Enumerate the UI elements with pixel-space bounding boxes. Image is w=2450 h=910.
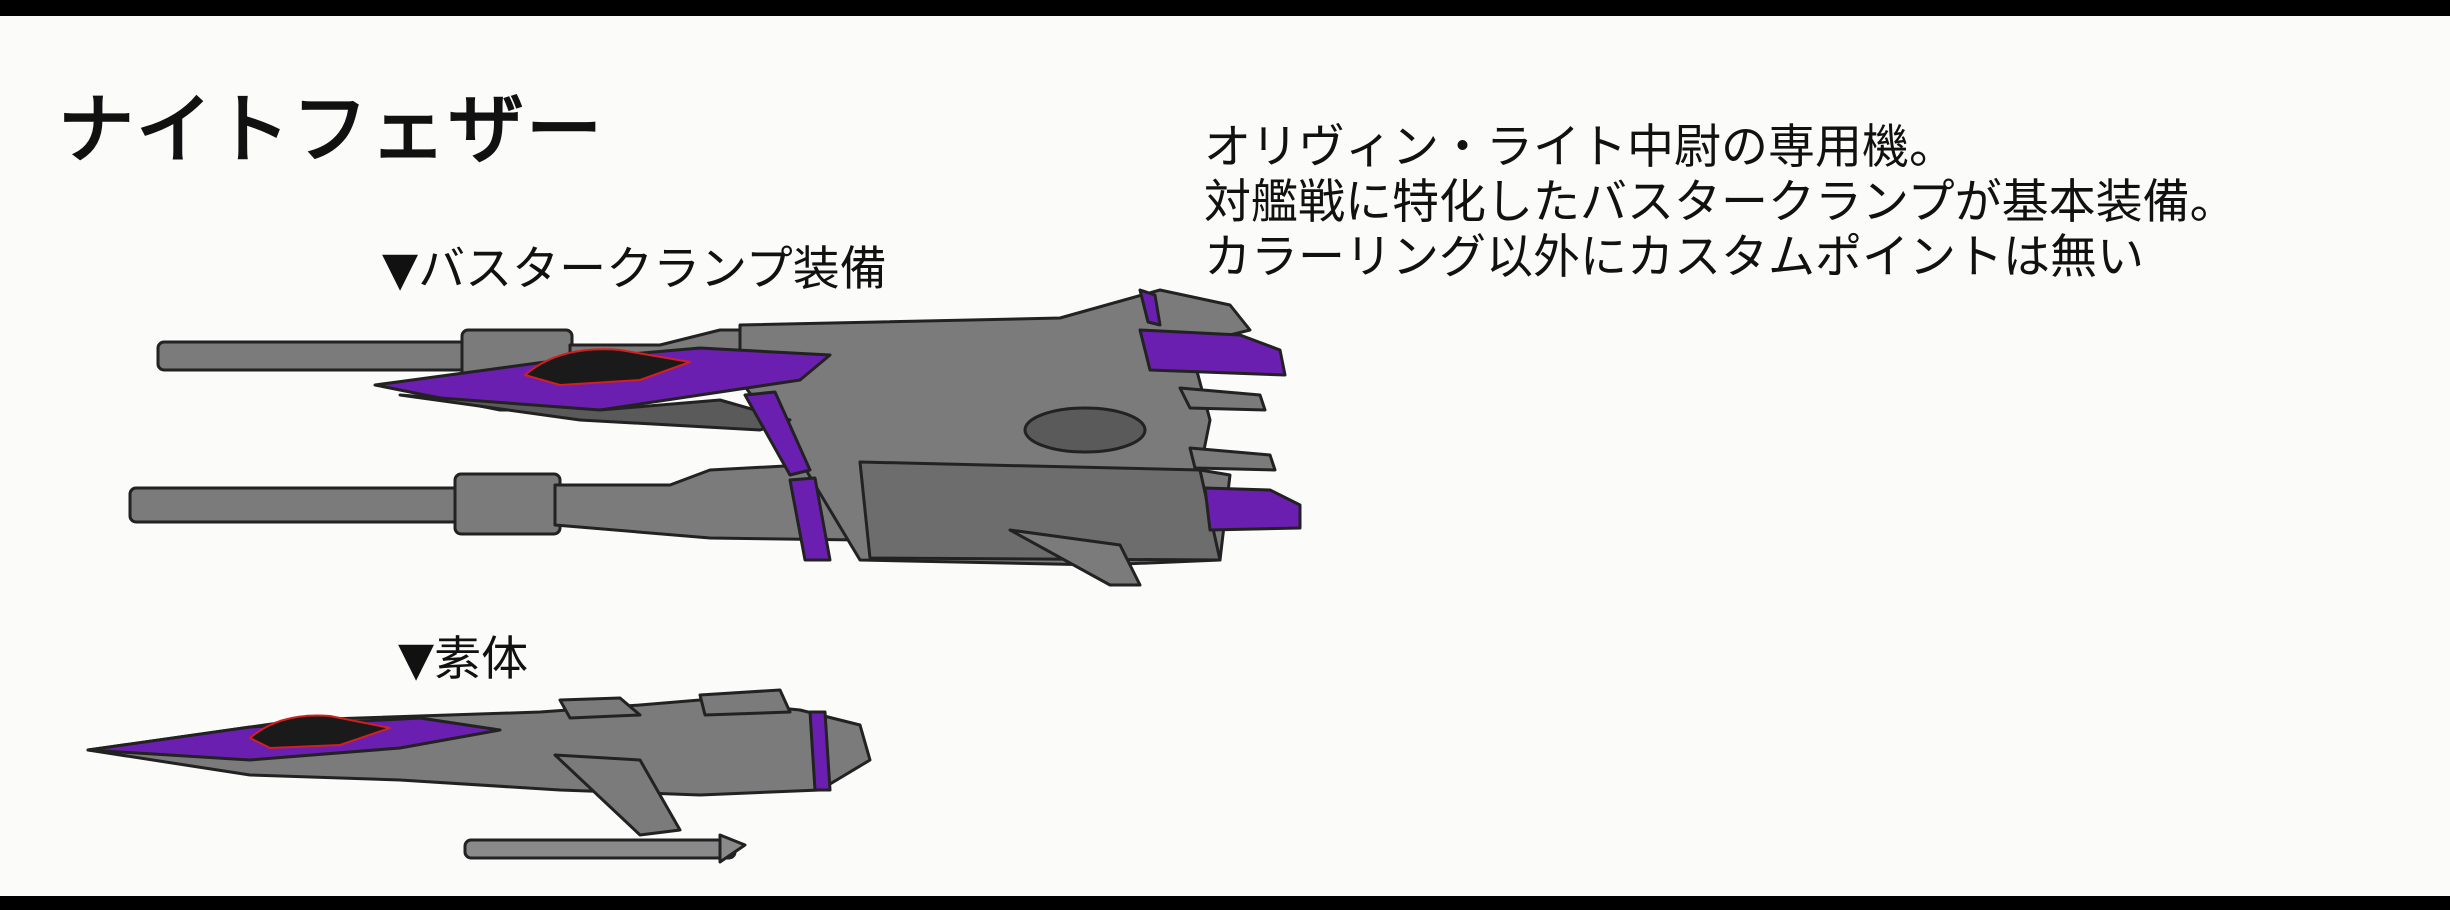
base-body-label: ▼素体 [398,632,529,687]
description-line: 対艦戦に特化したバスタークランプが基本装備。 [1204,175,2237,230]
description: オリヴィン・ライト中尉の専用機。 対艦戦に特化したバスタークランプが基本装備。 … [1204,120,2237,285]
description-line: カラーリング以外にカスタムポイントは無い [1204,230,2144,285]
description-line: オリヴィン・ライト中尉の専用機。 [1204,120,1956,175]
ship-base-body-illustration [86,688,872,864]
ship-buster-clamp-illustration [128,288,1302,587]
page-title: ナイトフェザー [58,85,604,174]
ship-illustrations [86,288,1302,864]
spec-sheet: ナイトフェザー オリヴィン・ライト中尉の専用機。 対艦戦に特化したバスタークラン… [0,16,2450,896]
buster-clamp-label: ▼バスタークランプ装備 [382,242,887,297]
